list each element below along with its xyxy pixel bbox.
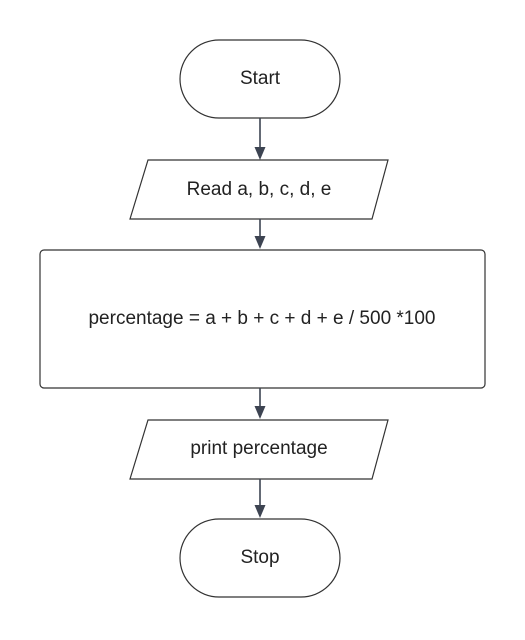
read-input-shape	[129, 159, 389, 220]
compute-label: percentage = a + b + c + d + e / 500 *10…	[88, 308, 435, 329]
stop-terminator-shape	[179, 518, 341, 598]
edge-start-to-read	[254, 118, 266, 160]
process-shape	[39, 249, 486, 389]
arrowhead	[254, 147, 266, 160]
stop-label: Stop	[240, 547, 279, 568]
print-node: print percentage	[129, 419, 389, 480]
print-output-shape	[129, 419, 389, 480]
start-node: Start	[179, 39, 341, 119]
stop-node: Stop	[179, 518, 341, 598]
start-label: Start	[240, 68, 281, 89]
arrowhead	[254, 505, 266, 518]
compute-node: percentage = a + b + c + d + e / 500 *10…	[39, 249, 486, 389]
edge-read-to-compute	[254, 219, 266, 249]
print-label: print percentage	[190, 438, 327, 459]
edge-compute-to-print	[254, 388, 266, 419]
read-label: Read a, b, c, d, e	[187, 179, 332, 200]
arrowhead	[254, 406, 266, 419]
edge-print-to-stop	[254, 479, 266, 518]
read-node: Read a, b, c, d, e	[129, 159, 389, 220]
arrowhead	[254, 236, 266, 249]
